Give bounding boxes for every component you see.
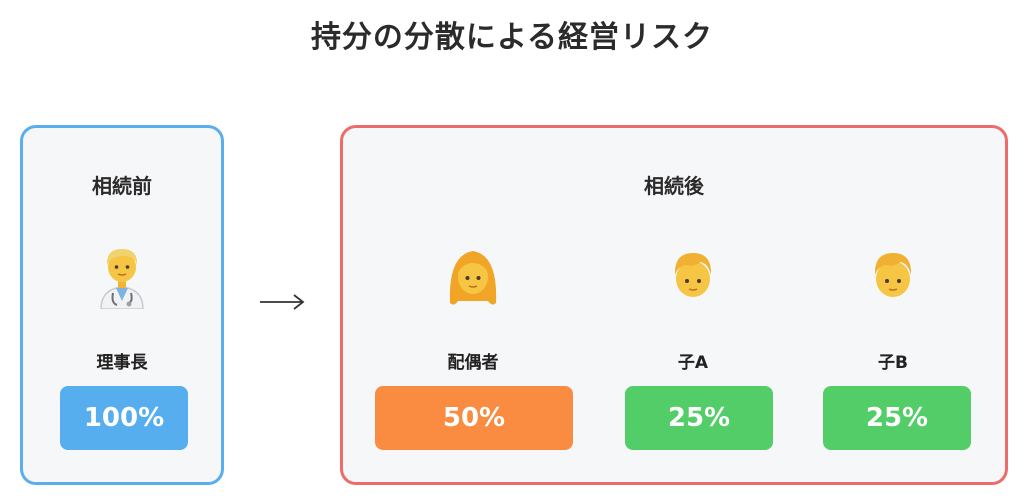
child-a-share: 25% bbox=[625, 386, 773, 450]
spouse-name: 配偶者 bbox=[447, 353, 499, 373]
chairman-name: 理事長 bbox=[96, 353, 148, 373]
spouse-share: 50% bbox=[375, 386, 573, 450]
after-panel: 相続後 配偶者 50% 子A 25% bbox=[340, 125, 1008, 485]
before-heading: 相続前 bbox=[92, 174, 152, 198]
woman-icon bbox=[373, 243, 573, 313]
child-b-share: 25% bbox=[823, 386, 971, 450]
arrow-right-icon bbox=[260, 294, 305, 310]
child-icon bbox=[613, 243, 773, 313]
chairman-share: 100% bbox=[60, 386, 188, 450]
child-a-name: 子A bbox=[677, 353, 709, 373]
diagram-title: 持分の分散による経営リスク bbox=[310, 20, 714, 55]
child-b-name: 子B bbox=[878, 353, 908, 373]
child-icon bbox=[813, 243, 973, 313]
after-heading: 相続後 bbox=[644, 174, 704, 198]
before-panel: 相続前 理事長 100% bbox=[20, 125, 224, 485]
doctor-icon bbox=[23, 243, 221, 313]
